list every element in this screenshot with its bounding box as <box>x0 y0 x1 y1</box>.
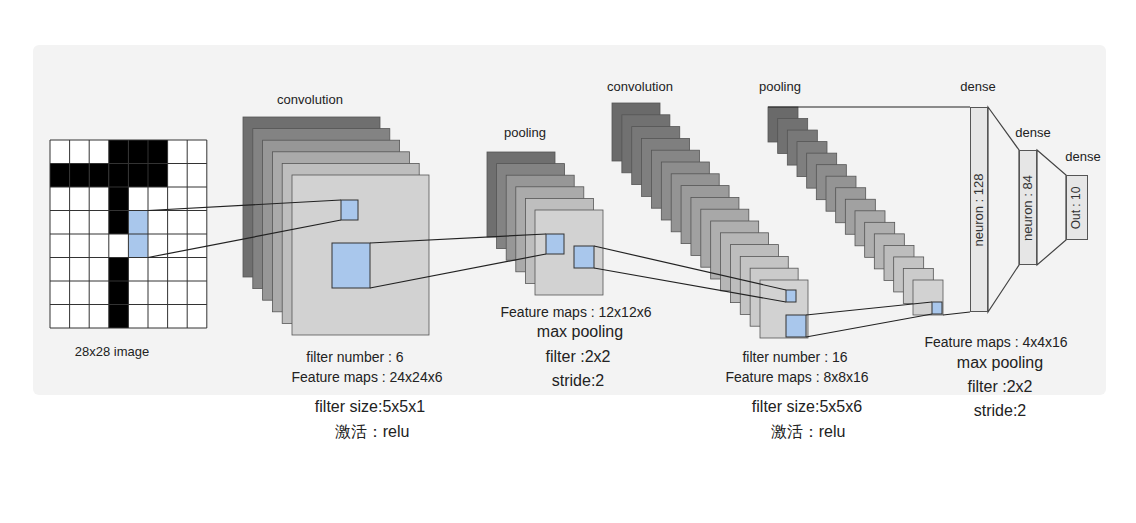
black-pixel <box>109 140 129 164</box>
window-patch <box>786 315 806 337</box>
window-patch <box>574 246 594 268</box>
black-pixel <box>109 258 129 282</box>
dense-connection <box>1037 150 1066 265</box>
projection-line <box>370 254 546 288</box>
black-pixel <box>109 281 129 305</box>
black-pixel <box>148 164 168 188</box>
window-patch <box>786 290 796 302</box>
neuron-count: neuron : 84 <box>1021 175 1035 241</box>
window-patch <box>546 234 564 254</box>
pool2-stack <box>768 107 943 315</box>
black-pixel <box>109 164 129 188</box>
black-pixel <box>148 140 168 164</box>
black-pixel <box>128 164 148 188</box>
layer-note: Feature maps : 4x4x16 <box>924 334 1067 350</box>
background-panel <box>33 45 1106 395</box>
neuron-count: neuron : 128 <box>972 173 986 246</box>
layer-note: max pooling <box>537 323 623 341</box>
layer-note: Feature maps : 12x12x6 <box>501 304 652 320</box>
black-pixel <box>50 164 70 188</box>
layer-note: 激活：relu <box>771 423 846 441</box>
grid-line <box>50 140 207 141</box>
grid-line <box>50 210 207 211</box>
projection-line <box>370 234 546 243</box>
grid-line <box>50 328 207 329</box>
layer-note: filter :2x2 <box>968 378 1033 396</box>
feature-map <box>760 280 808 338</box>
layer-note: filter size:5x5x6 <box>752 398 862 416</box>
stage-title: pooling <box>759 80 801 95</box>
layer-note: 激活：relu <box>335 423 410 441</box>
grid-line <box>50 257 207 258</box>
layer-note: stride:2 <box>974 402 1026 420</box>
image-ground <box>50 140 207 328</box>
window-patch <box>932 302 942 314</box>
projection-line <box>594 246 786 290</box>
stage-title: convolution <box>277 93 343 108</box>
grid-line <box>50 163 207 164</box>
layer-note: Feature maps : 8x8x16 <box>725 369 868 385</box>
black-pixel <box>70 164 90 188</box>
projection-line <box>594 268 786 302</box>
projection-line <box>943 312 970 315</box>
feature-map <box>913 280 943 315</box>
black-pixel <box>109 305 129 329</box>
layer-note: Feature maps : 24x24x6 <box>292 369 443 385</box>
input-caption: 28x28 image <box>75 345 149 360</box>
feature-map <box>535 210 603 295</box>
layer-note: filter number : 6 <box>306 349 403 365</box>
projection-line <box>768 106 970 107</box>
stage-title: pooling <box>504 126 546 141</box>
input-image <box>50 140 207 328</box>
black-pixel <box>109 187 129 211</box>
stage-title: dense <box>1015 126 1050 141</box>
dense-connection <box>988 107 1019 312</box>
window-patch <box>341 200 358 220</box>
grid-line <box>50 234 207 235</box>
projection-line <box>148 200 341 211</box>
layer-note: filter number : 16 <box>742 349 847 365</box>
grid-line <box>50 187 207 188</box>
black-pixel <box>128 140 148 164</box>
stage-title: convolution <box>607 80 673 95</box>
window-patch <box>332 243 370 288</box>
black-pixel <box>89 164 109 188</box>
projection-line <box>806 314 932 337</box>
layer-note: max pooling <box>957 354 1043 372</box>
projection-line <box>806 302 932 315</box>
layer-note: filter :2x2 <box>546 348 611 366</box>
black-pixel <box>109 211 129 235</box>
conv1-stack <box>243 117 429 335</box>
feature-map <box>292 175 429 335</box>
layer-note: stride:2 <box>552 372 604 390</box>
grid-line <box>50 304 207 305</box>
grid-line <box>50 281 207 282</box>
conv2-stack <box>612 103 808 338</box>
projection-line <box>148 220 341 258</box>
pool1-stack <box>487 152 603 295</box>
layer-note: filter size:5x5x1 <box>315 398 425 416</box>
neuron-count: Out : 10 <box>1070 186 1083 229</box>
dense-layer-box: neuron : 128 <box>970 107 988 312</box>
stage-title: dense <box>1065 150 1100 165</box>
dense-layer-box: neuron : 84 <box>1019 150 1037 265</box>
stage-title: dense <box>960 80 995 95</box>
dense-layer-box: Out : 10 <box>1066 175 1088 240</box>
